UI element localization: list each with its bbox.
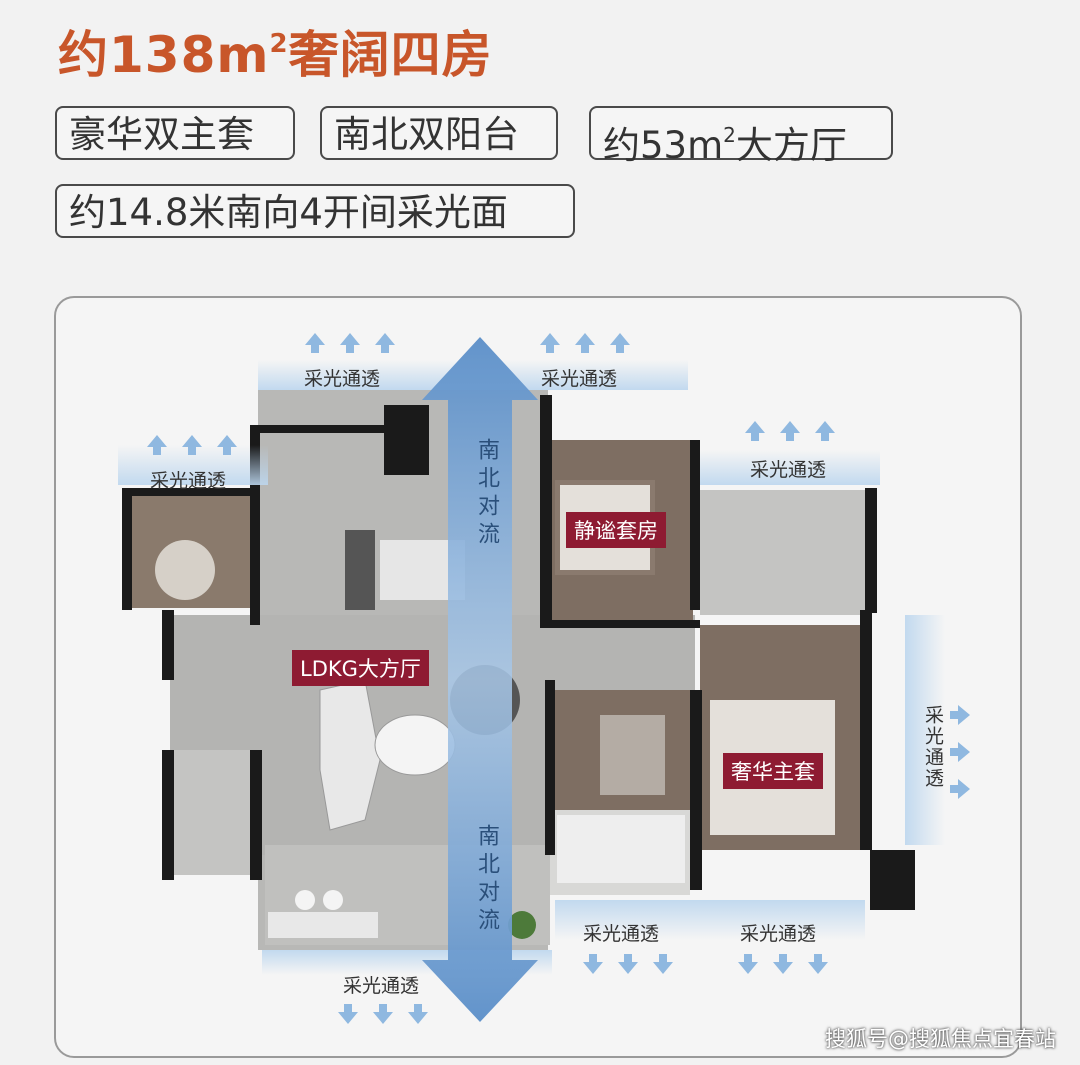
flow-label-south: 南北对流 — [474, 824, 499, 936]
tag-dual-balcony: 南北双阳台 — [320, 106, 558, 160]
light-glows — [118, 360, 945, 975]
page-title: 约138m2奢阔四房 — [58, 26, 493, 84]
light-label-east: 采光通透 — [922, 705, 944, 789]
light-label-north-right: 采光通透 — [541, 368, 618, 390]
light-label-south-mid: 采光通透 — [583, 923, 660, 945]
room-tag-master-suite: 奢华主套 — [723, 753, 823, 789]
light-label-south-right: 采光通透 — [740, 923, 817, 945]
room-tag-quiet-suite: 静谧套房 — [566, 512, 666, 548]
light-arrows — [147, 333, 970, 1024]
light-label-northwest: 采光通透 — [150, 470, 227, 492]
light-label-northeast: 采光通透 — [750, 459, 827, 481]
room-tag-ldkg: LDKG大方厅 — [292, 650, 429, 686]
walls — [122, 395, 915, 910]
tag-south-light: 约14.8米南向4开间采光面 — [55, 184, 575, 238]
tag-dual-master: 豪华双主套 — [55, 106, 295, 160]
light-label-south-left: 采光通透 — [343, 975, 420, 997]
flow-label-north: 南北对流 — [474, 438, 499, 550]
flow-arrow — [422, 337, 538, 1022]
tag-living-room: 约53m2大方厅 — [589, 106, 893, 167]
light-label-north-left: 采光通透 — [304, 368, 381, 390]
watermark: 搜狐号@搜狐焦点宜春站 — [825, 1027, 1056, 1051]
